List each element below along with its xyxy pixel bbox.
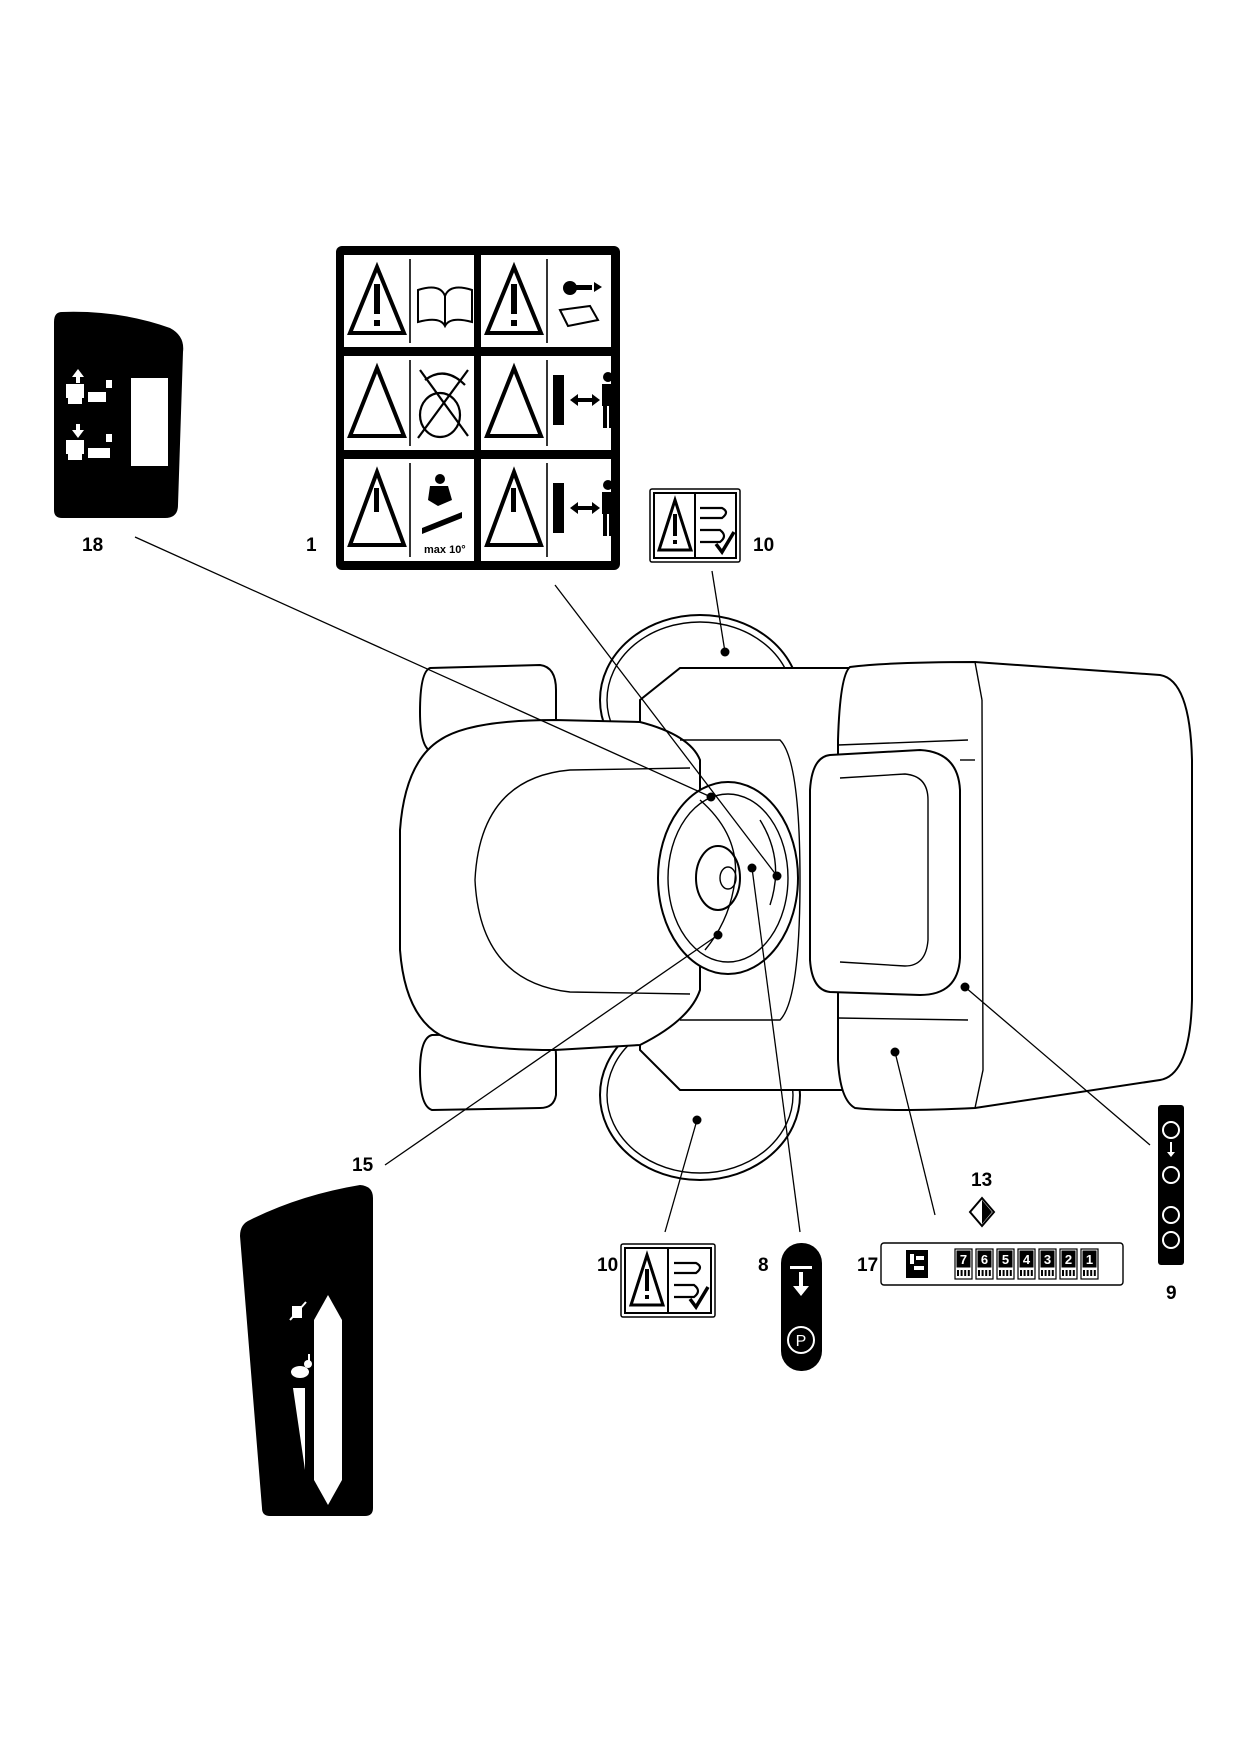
decal-9 (1158, 1105, 1184, 1265)
gear-box-tick (1072, 1270, 1075, 1276)
gear-box-tick (1065, 1270, 1068, 1276)
gear-box-tick (957, 1270, 959, 1276)
gear-box-tick (1090, 1270, 1093, 1276)
no-passenger-icon (417, 369, 469, 439)
callout-13: 13 (971, 1170, 992, 1191)
seat (809, 748, 961, 997)
gear-box-fill (977, 1250, 992, 1268)
gear-box-tick (1023, 1270, 1026, 1276)
gear-box-tick (999, 1270, 1001, 1276)
gear-box-tick (1051, 1270, 1054, 1276)
gear-box-tick (985, 1270, 988, 1276)
rabbit-icon (291, 1354, 312, 1378)
gear-box-tick (1086, 1270, 1089, 1276)
callout-17: 17 (857, 1255, 878, 1276)
gear-box-tick (1009, 1270, 1012, 1276)
gear-box-tick (1062, 1270, 1064, 1276)
gear-box-tick (1069, 1270, 1072, 1276)
callout-10-top: 10 (753, 535, 774, 556)
gear-label: 3 (1044, 1252, 1051, 1267)
gear-box-tick (1006, 1270, 1009, 1276)
gear-box-tick (1093, 1270, 1096, 1276)
gear-shift-icon (906, 1250, 928, 1278)
remove-key-icon (558, 281, 602, 328)
callout-8: 8 (758, 1255, 769, 1276)
slope-rider-icon (422, 474, 462, 534)
throttle-slot (314, 1295, 342, 1505)
gear-box-tick (1041, 1270, 1043, 1276)
gear-box-tick (1044, 1270, 1047, 1276)
svg-text:P: P (796, 1333, 807, 1350)
choke-icon (289, 1301, 307, 1321)
warning-triangle-icon (656, 495, 694, 552)
gear-label: 7 (960, 1252, 967, 1267)
callout-9: 9 (1166, 1283, 1177, 1304)
gear-box-tick (1030, 1270, 1033, 1276)
gear-box-fill (1082, 1250, 1097, 1268)
decal-8: P (781, 1243, 822, 1371)
callout-10-bottom: 10 (597, 1255, 618, 1276)
decal-13 (968, 1196, 996, 1228)
keep-distance-icon (553, 372, 614, 536)
gear-label: 5 (1002, 1252, 1009, 1267)
fuel-check-icon (700, 506, 736, 556)
lever-up-icon (66, 369, 112, 404)
gear-label: 4 (1023, 1252, 1031, 1267)
gear-box-fill (1040, 1250, 1055, 1268)
leader-lines (134, 536, 1151, 1233)
gear-box-tick (960, 1270, 963, 1276)
gear-box-tick (988, 1270, 991, 1276)
indicator-circle (1162, 1231, 1180, 1249)
callout-15: 15 (352, 1155, 374, 1176)
gear-box-tick (1020, 1270, 1022, 1276)
gear-box-fill (998, 1250, 1013, 1268)
callout-18: 18 (82, 535, 103, 556)
decal-10-bottom (620, 1243, 716, 1318)
gear-box-tick (978, 1270, 980, 1276)
parking-brake-icon: P (787, 1326, 815, 1354)
callout-1: 1 (306, 535, 317, 556)
lever-down-icon (66, 424, 112, 460)
decal-10-top (649, 488, 741, 563)
steering-wheel (657, 781, 799, 975)
gear-box-tick (967, 1270, 970, 1276)
indicator-circle (1162, 1166, 1180, 1184)
manual-book-icon (417, 286, 473, 329)
gear-box-tick (1027, 1270, 1030, 1276)
slope-text: max 10° (424, 544, 466, 556)
gear-label: 2 (1065, 1252, 1072, 1267)
gear-box-tick (1083, 1270, 1085, 1276)
decal-15 (240, 1185, 373, 1516)
gear-box-tick (1048, 1270, 1051, 1276)
indicator-circle (1162, 1206, 1180, 1224)
warning-triangle-icon (628, 1250, 666, 1307)
gear-box-tick (964, 1270, 967, 1276)
tractor-top-view (399, 614, 1193, 1181)
fuel-check-icon (674, 1261, 710, 1311)
indicator-circle (1162, 1121, 1180, 1139)
gear-label: 6 (981, 1252, 988, 1267)
gear-box-fill (1019, 1250, 1034, 1268)
gear-box-tick (1002, 1270, 1005, 1276)
throttle-wedge (293, 1388, 305, 1470)
gear-box-fill (1061, 1250, 1076, 1268)
warning-triangle-icon (347, 261, 544, 547)
decal-18 (54, 311, 184, 518)
decal-1: max 10° (336, 246, 620, 570)
gear-label: 1 (1086, 1252, 1093, 1267)
hood (399, 718, 701, 1052)
gear-box-tick (981, 1270, 984, 1276)
gear-box-fill (956, 1250, 971, 1268)
